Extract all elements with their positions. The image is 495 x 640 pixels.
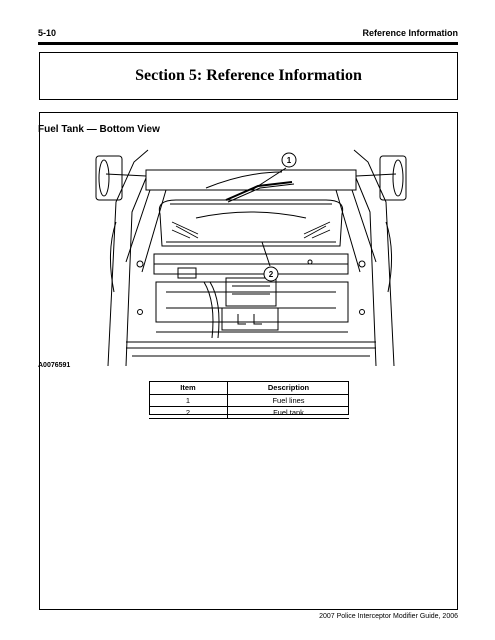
callout-2: 2 [263, 266, 279, 282]
page-number: 5-10 [38, 28, 57, 38]
legend-table: Item Description 1 Fuel lines 2 Fuel tan… [149, 381, 349, 419]
figure-title: Fuel Tank — Bottom View [38, 124, 160, 135]
figure-code: A0076591 [38, 362, 71, 369]
table-row: 2 Fuel tank [149, 406, 349, 419]
legend-item-number: 2 [149, 406, 228, 419]
section-title: Section 5: Reference Information [135, 67, 362, 84]
callout-2-label: 2 [269, 270, 274, 279]
legend-header-row: Item Description [149, 381, 349, 395]
legend-header-description: Description [227, 381, 349, 395]
content-frame [39, 112, 458, 610]
legend-item-description: Fuel lines [227, 394, 349, 407]
running-header-section: Reference Information [362, 28, 458, 38]
legend-item-description: Fuel tank [227, 406, 349, 419]
callout-1: 1 [281, 152, 297, 168]
callout-1-label: 1 [287, 156, 292, 165]
footer-text: 2007 Police Interceptor Modifier Guide, … [319, 613, 458, 620]
table-row: 1 Fuel lines [149, 394, 349, 407]
legend-header-item: Item [149, 381, 228, 395]
fuel-tank-illustration: 1 2 [95, 149, 407, 366]
legend-item-number: 1 [149, 394, 228, 407]
header-rule [38, 42, 458, 45]
section-title-box: Section 5: Reference Information [39, 52, 458, 100]
